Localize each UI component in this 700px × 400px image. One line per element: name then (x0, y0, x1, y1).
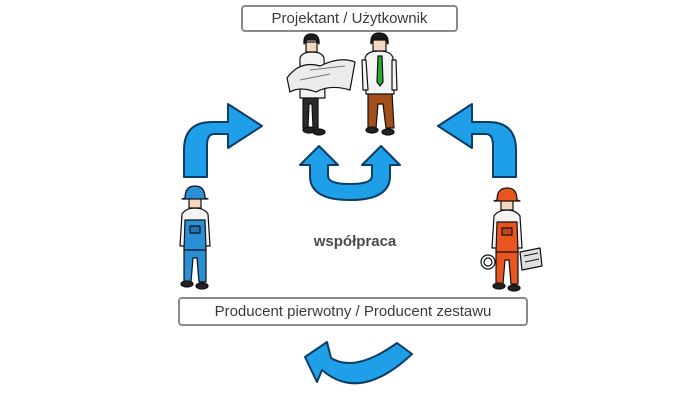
right-cycle-arrow-icon (437, 103, 517, 178)
bottom-role-box: Producent pierwotny / Producent zestawu (178, 297, 528, 326)
collaboration-label: współpraca (313, 233, 397, 250)
top-role-box: Projektant / Użytkownik (241, 5, 458, 32)
left-cycle-arrow-icon (183, 103, 263, 178)
blue-worker-figure-icon (179, 185, 211, 290)
orange-worker-figure-icon (480, 187, 543, 292)
user-figure-icon (361, 32, 398, 136)
top-u-arrow-icon (299, 145, 401, 201)
bottom-curved-arrow-icon (304, 341, 413, 385)
designer-figure-icon (286, 33, 356, 136)
